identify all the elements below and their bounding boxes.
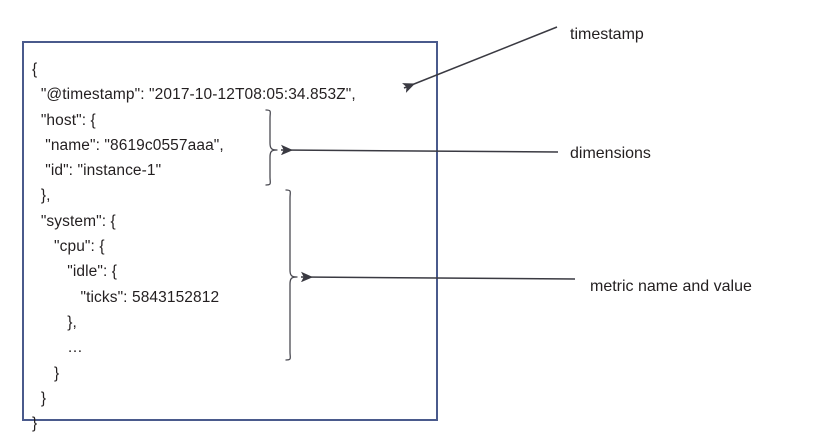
annotation-label-dimensions: dimensions [570,145,651,162]
json-document-box: { "@timestamp": "2017-10-12T08:05:34.853… [22,41,438,432]
annotation-label-timestamp: timestamp [570,26,644,43]
json-code-block: { "@timestamp": "2017-10-12T08:05:34.853… [32,61,356,433]
annotation-label-metric-name-and-value: metric name and value [590,278,752,295]
